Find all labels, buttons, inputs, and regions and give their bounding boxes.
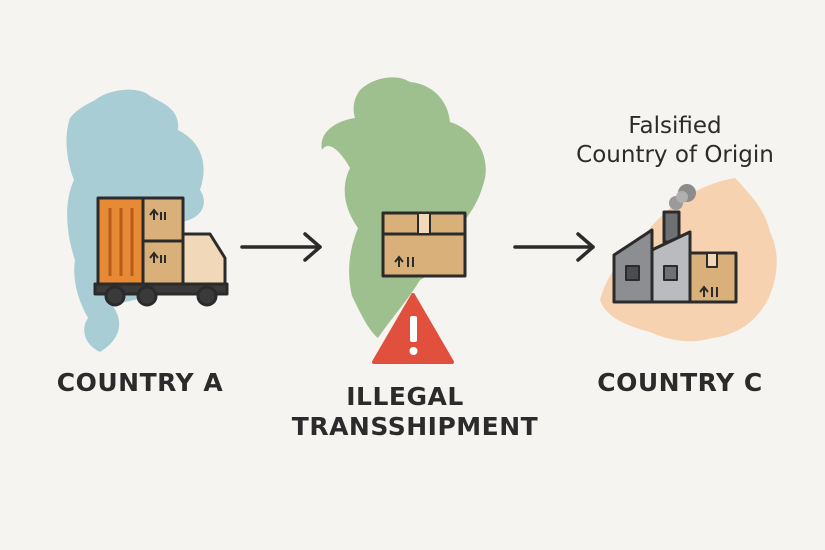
- transshipment-label-line2: TRANSSHIPMENT: [291, 412, 539, 441]
- country-c-label: COUNTRY C: [597, 368, 763, 397]
- arrow-right-icon: [240, 232, 322, 262]
- transshipment-label-line1: ILLEGAL: [346, 382, 464, 411]
- factory-icon: [612, 184, 738, 304]
- box-symbols-b: [394, 255, 414, 267]
- arrow-right-icon: [513, 232, 595, 262]
- box-symbols-c: [699, 285, 718, 297]
- note-line-1: Falsified: [628, 113, 722, 139]
- country-a-label: COUNTRY A: [56, 368, 224, 397]
- note-line-2: Country of Origin: [576, 142, 774, 168]
- box-symbols-truck: [149, 208, 166, 263]
- country-b-map: [321, 77, 486, 338]
- warning-triangle-icon: [372, 293, 454, 364]
- truck-icon: [93, 196, 229, 307]
- falsified-origin-note: Falsified Country of Origin: [545, 112, 805, 170]
- cargo-box-icon: [381, 211, 467, 278]
